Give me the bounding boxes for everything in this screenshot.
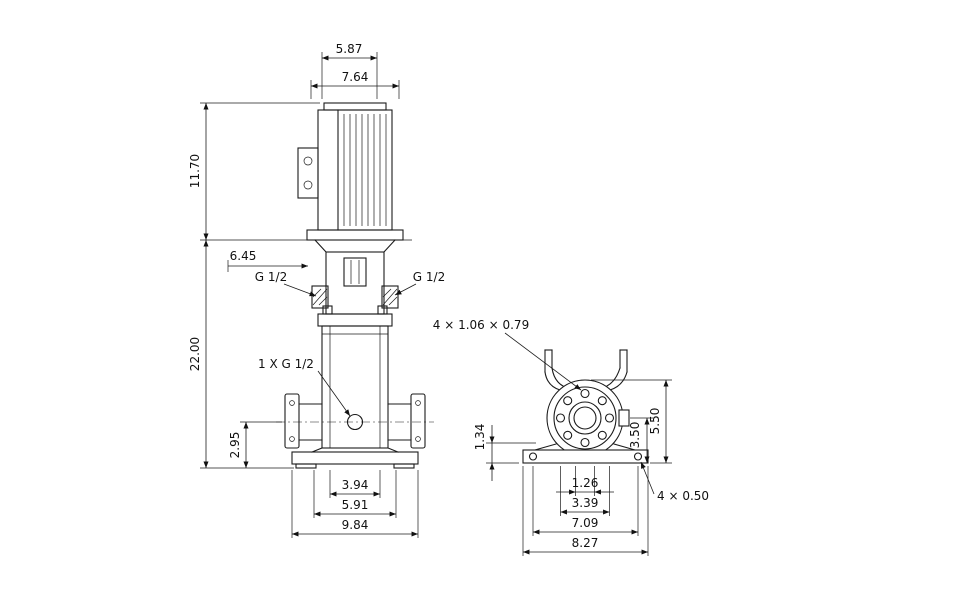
side-base-plate	[522, 449, 649, 464]
flange-bolt-hole	[415, 436, 421, 442]
dim-label-total-height: 22.00	[188, 337, 202, 371]
dim-label-bolt-spacing-inner: 1.26	[572, 476, 599, 490]
dim-top-width-inner: 5.87	[321, 42, 378, 99]
cradle-bracket	[544, 349, 628, 391]
flange-circle	[546, 379, 630, 457]
label-drain-port: 1 X G 1/2	[258, 357, 351, 417]
base-mounting-hole	[633, 452, 643, 461]
dim-port-center-height: 2.95	[228, 421, 282, 468]
motor-flange	[306, 229, 404, 241]
base-plate	[291, 451, 419, 465]
top-flange	[317, 313, 393, 327]
flange-bolt-holes	[555, 388, 615, 448]
dim-overall-height: 5.50	[591, 379, 672, 464]
drain-port-label: 1 X G 1/2	[258, 357, 314, 371]
dim-label-overall-height: 5.50	[648, 408, 662, 435]
front-view: 5.87 7.64 11.70 22.00 6.45 G 1/2	[188, 42, 445, 538]
dim-base-hole-spacing: 7.09	[532, 466, 639, 536]
base-hole-note-label: 4 × 0.50	[657, 489, 709, 503]
dim-motor-height: 11.70	[188, 102, 320, 240]
dim-base-width: 8.27	[522, 466, 649, 556]
dim-label-port-axis-height: 3.50	[628, 422, 642, 449]
dim-head-length: 6.45	[227, 249, 308, 272]
motor-fins	[343, 114, 387, 226]
label-port-left: G 1/2	[255, 270, 317, 297]
dim-total-height: 22.00	[188, 239, 412, 469]
dim-top-width-outer: 7.64	[310, 70, 400, 99]
terminal-box-screw	[303, 180, 313, 190]
base-foot	[295, 463, 317, 469]
dim-label-foot-height: 1.34	[473, 424, 487, 451]
flange-bolt-hole	[415, 400, 421, 406]
terminal-box-screw	[303, 156, 313, 166]
port-left-label: G 1/2	[255, 270, 287, 284]
dim-label-base-width: 8.27	[572, 536, 599, 550]
dim-label-head-length: 6.45	[230, 249, 257, 263]
motor-body	[317, 109, 393, 231]
flange-bolt-hole	[289, 400, 295, 406]
dim-width-mid: 5.91	[313, 470, 397, 518]
port-boss-right	[381, 285, 399, 309]
pump-head	[311, 239, 399, 327]
dim-label-port-center-height: 2.95	[228, 432, 242, 459]
discharge-flange	[387, 393, 426, 449]
dim-foot-height: 1.34	[473, 424, 536, 481]
coupling-guard-window	[343, 257, 367, 287]
dim-bolt-spacing-outer: 3.39	[560, 466, 610, 516]
dim-width-overall: 9.84	[291, 470, 419, 538]
dim-label-top-width-outer: 7.64	[342, 70, 369, 84]
flange-hole-note-label: 4 × 1.06 × 0.79	[433, 318, 529, 332]
terminal-box	[297, 147, 319, 199]
dim-label-base-hole-spacing: 7.09	[572, 516, 599, 530]
suction-flange	[284, 393, 323, 449]
note-flange-holes: 4 × 1.06 × 0.79	[433, 318, 582, 391]
dim-label-width-inner: 3.94	[342, 478, 369, 492]
dim-port-axis-height: 3.50	[628, 417, 653, 463]
base	[291, 447, 419, 469]
flange-bolt-hole	[289, 436, 295, 442]
side-lug	[618, 409, 630, 427]
dim-bolt-spacing-inner: 1.26	[556, 466, 614, 496]
dim-label-motor-height: 11.70	[188, 154, 202, 188]
base-mounting-hole	[528, 452, 538, 461]
base-foot	[393, 463, 415, 469]
motor-fan-cover	[323, 102, 387, 111]
dim-width-inner: 3.94	[329, 470, 381, 498]
dim-label-bolt-spacing-outer: 3.39	[572, 496, 599, 510]
motor	[297, 102, 404, 241]
dim-label-width-overall: 9.84	[342, 518, 369, 532]
note-base-holes: 4 × 0.50	[640, 461, 709, 503]
pump-cylinder	[321, 325, 389, 449]
dim-label-width-mid: 5.91	[342, 498, 369, 512]
dim-label-top-width-inner: 5.87	[336, 42, 363, 56]
label-port-right: G 1/2	[394, 270, 445, 296]
port-right-label: G 1/2	[413, 270, 445, 284]
side-view: 4 × 1.06 × 0.79 1.34 3.50 5.50	[433, 318, 709, 556]
